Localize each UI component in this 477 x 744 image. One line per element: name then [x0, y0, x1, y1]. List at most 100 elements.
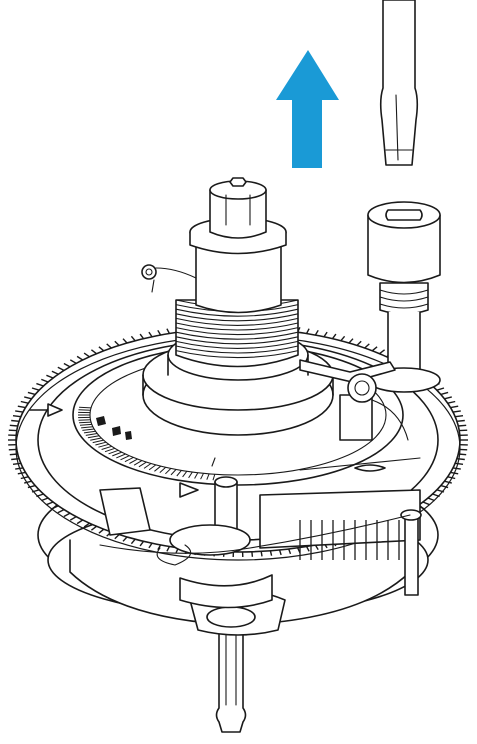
dial-tick	[138, 461, 147, 468]
gear-tooth	[90, 349, 97, 355]
gear-tooth	[9, 424, 18, 427]
gear-tooth	[106, 343, 112, 349]
gear-tooth	[251, 551, 254, 557]
screwdriver-icon	[379, 0, 419, 166]
dial-tick	[78, 419, 91, 421]
dial-tick	[79, 423, 92, 426]
dial-tick	[79, 406, 92, 409]
dial-tick	[90, 437, 102, 441]
gear-tooth	[63, 512, 71, 518]
gear-tooth	[166, 546, 171, 552]
gear-tooth	[27, 484, 36, 489]
dial-tick	[112, 451, 122, 457]
dial-tick	[104, 447, 116, 453]
gear-tooth	[323, 331, 328, 338]
dial-tick	[188, 471, 193, 479]
gear-tooth	[27, 391, 36, 396]
gear-tooth	[130, 538, 136, 545]
gear-tooth	[148, 331, 153, 338]
coil-turn	[175, 350, 299, 359]
gear-tooth	[51, 505, 59, 510]
gear-tooth	[31, 387, 40, 391]
gear-tooth	[422, 501, 430, 506]
gear-tooth	[440, 484, 449, 489]
gear-tooth	[51, 370, 59, 375]
coil-turn	[175, 336, 299, 345]
gear-tooth	[157, 544, 162, 551]
bottom-stem	[215, 619, 247, 733]
gear-tooth	[15, 467, 24, 470]
gear-tooth	[12, 462, 21, 465]
gear-tooth	[69, 359, 77, 364]
gear-tooth	[458, 453, 467, 456]
gear-tooth	[24, 480, 32, 484]
gear-tooth	[340, 335, 346, 342]
gear-tooth	[436, 387, 445, 391]
gear-tooth	[288, 548, 292, 555]
gear-tooth	[31, 489, 40, 493]
gear-tooth	[36, 382, 44, 387]
gear-tooth	[122, 338, 128, 344]
gear-tooth	[148, 542, 153, 549]
coil-turn	[175, 331, 299, 340]
gear-tooth	[432, 493, 440, 498]
gear-tooth	[130, 335, 136, 342]
wire-spring-left	[141, 264, 197, 293]
dial-tick	[85, 433, 98, 436]
adjustment-screw	[367, 201, 441, 393]
gear-tooth	[456, 419, 465, 422]
gear-tooth	[83, 522, 90, 528]
gear-tooth	[57, 508, 65, 514]
gear-tooth	[458, 424, 467, 427]
dial-tick	[133, 460, 143, 466]
dial-tick	[82, 428, 95, 431]
coil-turn	[175, 322, 299, 331]
dial-tick	[78, 409, 91, 411]
gear-tooth	[455, 462, 464, 465]
upper-post	[189, 177, 287, 314]
gear-tooth	[24, 396, 32, 400]
dial-tick	[120, 455, 130, 461]
gear-tooth	[456, 458, 465, 461]
coil-turn	[175, 340, 299, 349]
gear-tooth	[139, 333, 145, 340]
gear-tooth	[379, 349, 386, 355]
gear-tooth	[12, 415, 21, 418]
dial-tick	[79, 421, 92, 424]
coil-turn	[175, 317, 299, 326]
dial-tick	[124, 456, 134, 463]
front-bracket	[99, 487, 422, 596]
gear-tooth	[46, 501, 54, 506]
coil-turn	[175, 313, 299, 322]
gear-tooth	[76, 355, 84, 361]
gear-tooth	[76, 519, 84, 525]
dial-tick	[194, 472, 199, 479]
gear-tooth	[260, 551, 263, 557]
front-pin	[99, 476, 411, 609]
gear-tooth	[447, 400, 456, 404]
lift-arrow-icon	[276, 50, 339, 168]
gear-tooth	[17, 471, 26, 475]
gear-tooth	[98, 346, 105, 352]
gear-tooth	[436, 489, 445, 493]
gear-tooth	[11, 458, 20, 461]
gear-tooth	[447, 476, 456, 480]
dial-tick	[170, 469, 177, 476]
gear-tooth	[114, 340, 120, 346]
dial-tick	[83, 430, 96, 434]
gear-tooth	[356, 340, 362, 346]
dial-tick	[212, 474, 216, 481]
gear-tooth	[278, 549, 282, 556]
gear-tooth	[455, 415, 464, 418]
coil-turn	[175, 345, 299, 354]
gear-tooth	[452, 410, 461, 413]
gear-tooth	[36, 493, 44, 498]
dial-tick	[154, 465, 162, 472]
gear-tooth	[17, 405, 26, 409]
dial-tick	[148, 464, 157, 471]
dial-tick	[176, 470, 182, 477]
gear-tooth	[440, 391, 449, 396]
dial-tick	[81, 426, 93, 429]
dial-tick	[206, 473, 210, 480]
gear-tooth	[11, 419, 20, 422]
